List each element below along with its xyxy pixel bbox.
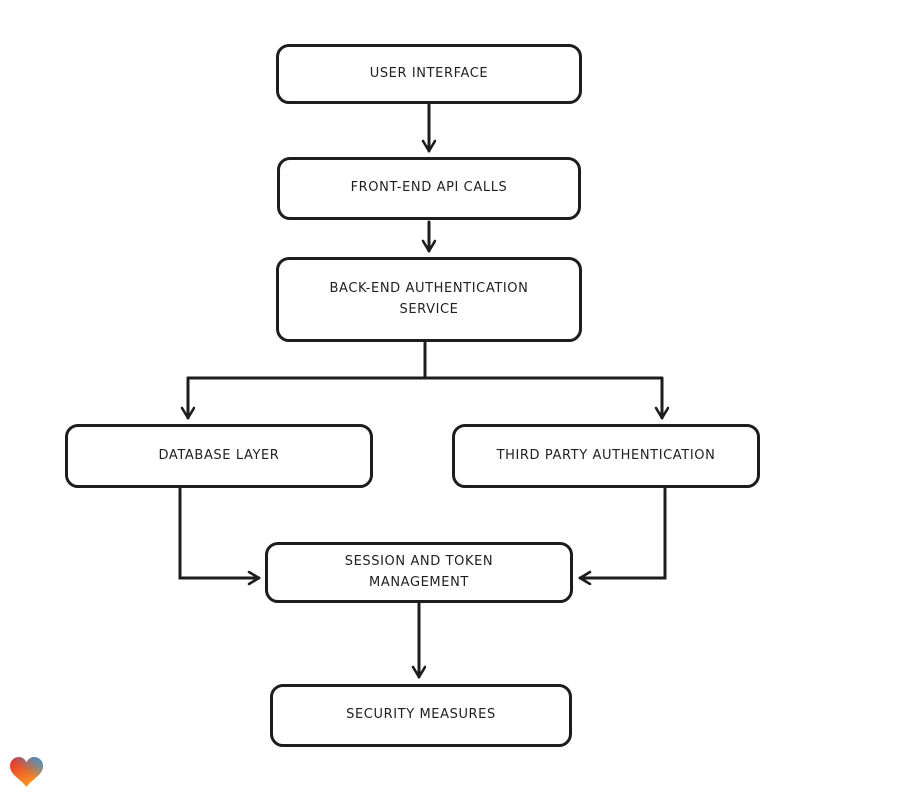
node-database-layer[interactable]: DATABASE LAYER bbox=[65, 424, 373, 488]
node-user-interface-label: USER INTERFACE bbox=[369, 65, 489, 81]
node-back-end-authentication-service-label: BACK-END AUTHENTICATION SERVICE bbox=[329, 281, 529, 317]
node-security-measures-label: SECURITY MEASURES bbox=[346, 707, 496, 723]
edge-thirdparty-to-session bbox=[578, 487, 667, 578]
node-security-measures[interactable]: SECURITY MEASURES bbox=[270, 684, 572, 747]
node-database-layer-label: DATABASE LAYER bbox=[158, 447, 280, 463]
node-back-end-authentication-service[interactable]: BACK-END AUTHENTICATION SERVICE bbox=[276, 257, 582, 342]
node-front-end-api-calls[interactable]: FRONT-END API CALLS bbox=[277, 157, 581, 220]
node-front-end-api-calls-label: FRONT-END API CALLS bbox=[350, 180, 508, 196]
node-third-party-authentication[interactable]: THIRD PARTY AUTHENTICATION bbox=[452, 424, 760, 488]
brand-logo[interactable] bbox=[10, 757, 43, 788]
heart-icon bbox=[10, 757, 43, 787]
node-session-and-token-management-label: SESSION AND TOKEN MANAGEMENT bbox=[344, 554, 494, 590]
node-session-and-token-management[interactable]: SESSION AND TOKEN MANAGEMENT bbox=[265, 542, 573, 603]
edge-database-to-session bbox=[178, 487, 261, 578]
node-third-party-authentication-label: THIRD PARTY AUTHENTICATION bbox=[496, 447, 716, 463]
node-user-interface[interactable]: USER INTERFACE bbox=[276, 44, 582, 104]
